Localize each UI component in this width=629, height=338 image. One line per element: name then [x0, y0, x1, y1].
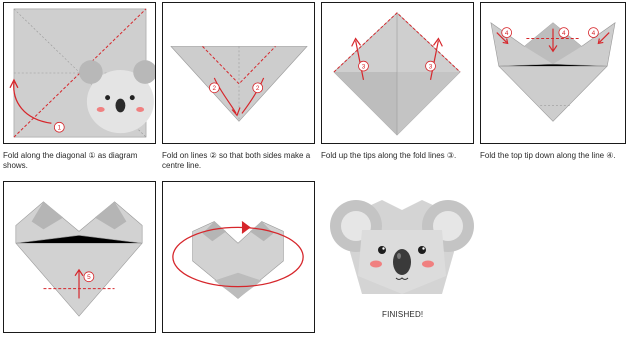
svg-text:4: 4 [505, 30, 509, 37]
finished-koala-panel [322, 190, 482, 308]
svg-text:4: 4 [562, 30, 566, 37]
koala-left-cheek [370, 261, 382, 268]
svg-text:3: 3 [362, 64, 366, 71]
step-3-panel: 3 3 [321, 2, 474, 144]
step-3-caption: Fold up the tips along the fold lines ③. [321, 151, 473, 161]
step-6-panel [162, 181, 315, 333]
koala-left-eye [378, 246, 386, 254]
svg-text:1: 1 [58, 125, 62, 132]
svg-text:2: 2 [256, 85, 260, 92]
step-2-caption: Fold on lines ② so that both sides make … [162, 151, 314, 170]
step-5-diagram: 5 [4, 182, 155, 332]
koala-right-cheek [422, 261, 434, 268]
step-1-panel: 1 [3, 2, 156, 144]
step-5-panel: 5 [3, 181, 156, 333]
step-2-diagram: 2 2 [163, 3, 314, 143]
svg-text:3: 3 [429, 64, 433, 71]
step-3-diagram: 3 3 [322, 3, 473, 143]
svg-text:2: 2 [213, 85, 217, 92]
step-2-panel: 2 2 [162, 2, 315, 144]
step-4-panel: 4 4 4 [480, 2, 626, 144]
step-4-diagram: 4 4 4 [481, 3, 625, 143]
svg-text:5: 5 [87, 274, 91, 281]
svg-text:4: 4 [592, 30, 596, 37]
step-1-diagram: 1 [4, 3, 155, 143]
koala-nose [393, 249, 411, 275]
step-4-caption: Fold the top tip down along the line ④. [480, 151, 626, 161]
finished-label: FINISHED! [382, 310, 423, 319]
koala-right-eye [418, 246, 426, 254]
finished-koala [322, 190, 482, 308]
step-1-caption: Fold along the diagonal ① as diagram sho… [3, 151, 155, 170]
step-6-diagram [163, 182, 314, 332]
